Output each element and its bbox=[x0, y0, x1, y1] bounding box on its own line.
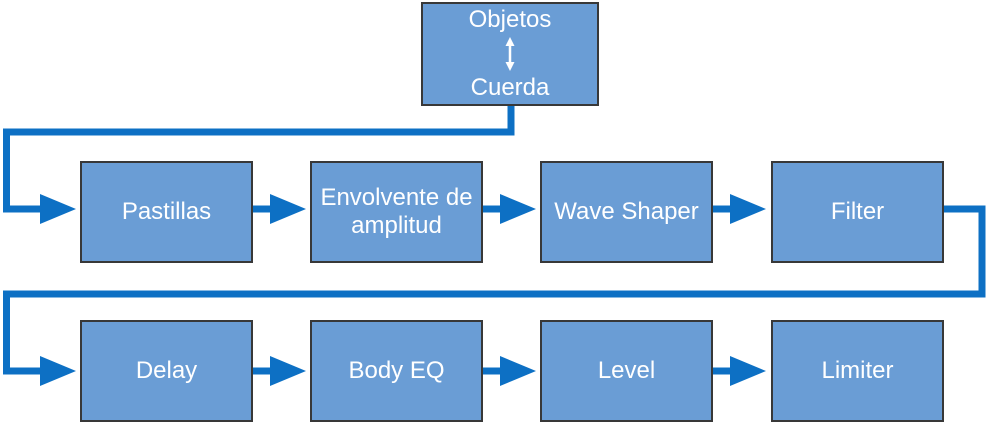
vertical-double-arrow-icon bbox=[505, 37, 515, 71]
node-label: Wave Shaper bbox=[554, 198, 699, 226]
node-wave-shaper: Wave Shaper bbox=[540, 161, 713, 263]
arrowhead-into-level bbox=[500, 356, 536, 386]
arrowhead-into-filter bbox=[730, 194, 766, 224]
connector-filter-to-row2 bbox=[3, 205, 986, 375]
node-label: Delay bbox=[135, 357, 198, 385]
node-envolvente-de-amplitud: Envolvente de amplitud bbox=[310, 161, 483, 263]
node-label: Body EQ bbox=[348, 357, 445, 385]
arrowhead-into-delay bbox=[40, 356, 76, 386]
node-pastillas: Pastillas bbox=[80, 161, 253, 263]
arrowhead-into-limiter bbox=[730, 356, 766, 386]
arrowhead-into-waveshaper bbox=[500, 194, 536, 224]
node-body-eq: Body EQ bbox=[310, 320, 483, 422]
source-top-label: Objetos bbox=[468, 6, 552, 34]
node-label: Envolvente de amplitud bbox=[320, 184, 473, 239]
node-limiter: Limiter bbox=[771, 320, 944, 422]
node-filter: Filter bbox=[771, 161, 944, 263]
node-level: Level bbox=[540, 320, 713, 422]
node-delay: Delay bbox=[80, 320, 253, 422]
connector-source-to-row1 bbox=[3, 106, 515, 213]
node-label: Level bbox=[597, 357, 656, 385]
arrowhead-into-envolvente bbox=[270, 194, 306, 224]
source-bottom-label: Cuerda bbox=[470, 74, 550, 101]
node-objetos-cuerda: Objetos Cuerda bbox=[421, 2, 599, 106]
arrowhead-into-bodyeq bbox=[270, 356, 306, 386]
node-label: Pastillas bbox=[121, 198, 212, 226]
node-label: Limiter bbox=[821, 357, 894, 385]
node-label: Filter bbox=[830, 198, 885, 226]
arrowhead-into-pastillas bbox=[40, 194, 76, 224]
